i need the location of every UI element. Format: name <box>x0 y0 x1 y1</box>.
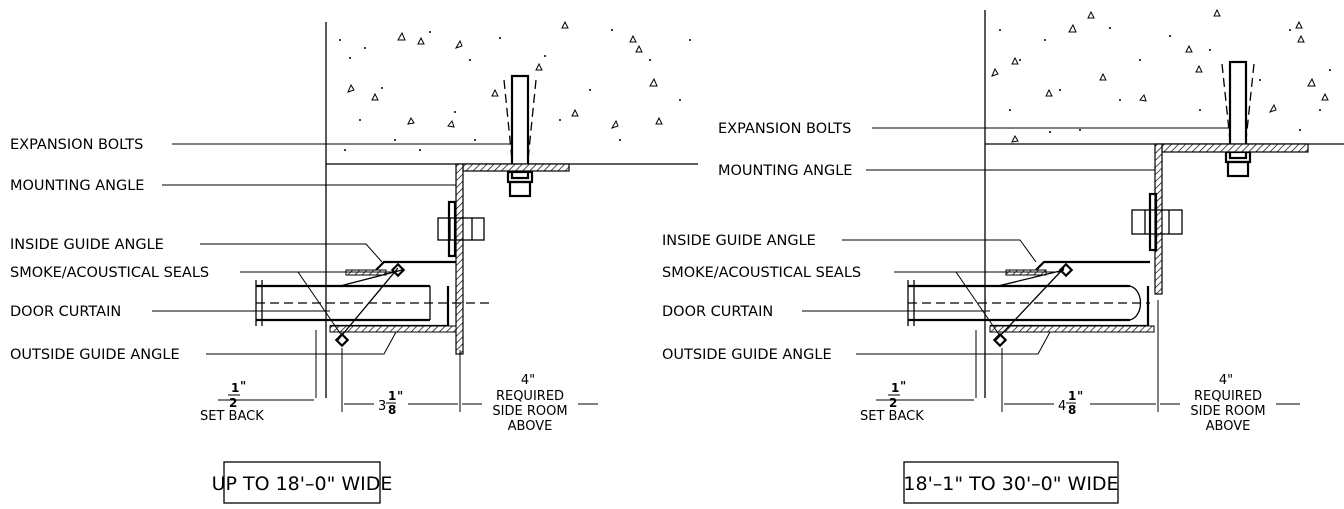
label-door-curtain: DOOR CURTAIN <box>10 304 121 320</box>
guide-dimension-whole: 4 <box>1058 399 1066 414</box>
expansion-bolt <box>1221 60 1255 178</box>
label-inside-guide-angle: INSIDE GUIDE ANGLE <box>10 237 164 253</box>
side-room-line2: SIDE ROOM <box>492 404 567 419</box>
label-smoke-acoustical-seals: SMOKE/ACOUSTICAL SEALS <box>10 265 209 281</box>
label-door-curtain: DOOR CURTAIN <box>662 304 773 320</box>
expansion-bolt <box>503 74 537 198</box>
setback-label: SET BACK <box>200 409 264 424</box>
mounting-angle <box>1154 143 1309 295</box>
concrete-wall <box>984 8 1344 398</box>
side-room-line3: ABOVE <box>1206 419 1251 434</box>
leader-lines <box>152 143 510 355</box>
guide-dimension-numerator: 1 <box>1068 389 1076 403</box>
setback-unit: " <box>900 379 906 393</box>
guide-dimension-unit: " <box>397 389 403 403</box>
guide-dimension-whole: 3 <box>378 399 386 414</box>
caption-text: 18'–1" TO 30'–0" WIDE <box>903 473 1118 495</box>
leader-lines <box>802 127 1228 355</box>
mounting-angle <box>455 163 570 355</box>
dimension-lines <box>876 300 1300 412</box>
side-room-value: 4" <box>521 373 535 388</box>
dimension-lines <box>218 330 598 412</box>
side-room-line1: REQUIRED <box>1194 389 1262 404</box>
setback-numerator: 1 <box>231 381 239 395</box>
setback-numerator: 1 <box>891 381 899 395</box>
setback-label: SET BACK <box>860 409 924 424</box>
label-mounting-angle: MOUNTING ANGLE <box>10 178 144 194</box>
caption-text: UP TO 18'–0" WIDE <box>212 473 393 495</box>
guide-dimension-denominator: 8 <box>388 403 396 417</box>
label-outside-guide-angle: OUTSIDE GUIDE ANGLE <box>10 347 180 363</box>
label-expansion-bolts: EXPANSION BOLTS <box>718 121 851 137</box>
side-room-line1: REQUIRED <box>496 389 564 404</box>
label-outside-guide-angle: OUTSIDE GUIDE ANGLE <box>662 347 832 363</box>
door-curtain <box>255 262 490 348</box>
inside-guide-angle <box>1005 260 1150 276</box>
guide-dimension-numerator: 1 <box>388 389 396 403</box>
setback-denominator: 2 <box>229 396 237 410</box>
setback-unit: " <box>240 379 246 393</box>
label-mounting-angle: MOUNTING ANGLE <box>718 163 852 179</box>
side-room-line2: SIDE ROOM <box>1190 404 1265 419</box>
label-smoke-acoustical-seals: SMOKE/ACOUSTICAL SEALS <box>662 265 861 281</box>
side-room-line3: ABOVE <box>508 419 553 434</box>
detail-up-to-18ft: EXPANSION BOLTS MOUNTING ANGLE INSIDE GU… <box>10 20 698 504</box>
caption-box <box>903 461 1119 504</box>
detail-18ft-to-30ft: EXPANSION BOLTS MOUNTING ANGLE INSIDE GU… <box>662 8 1344 504</box>
side-room-value: 4" <box>1219 373 1233 388</box>
setback-denominator: 2 <box>889 396 897 410</box>
side-bolt <box>1131 192 1183 252</box>
guide-dimension-denominator: 8 <box>1068 403 1076 417</box>
label-expansion-bolts: EXPANSION BOLTS <box>10 137 143 153</box>
concrete-wall <box>325 20 698 398</box>
caption-box <box>223 461 381 504</box>
guide-dimension-unit: " <box>1077 389 1083 403</box>
door-curtain <box>907 262 1155 348</box>
label-inside-guide-angle: INSIDE GUIDE ANGLE <box>662 233 816 249</box>
side-bolt <box>437 200 485 258</box>
